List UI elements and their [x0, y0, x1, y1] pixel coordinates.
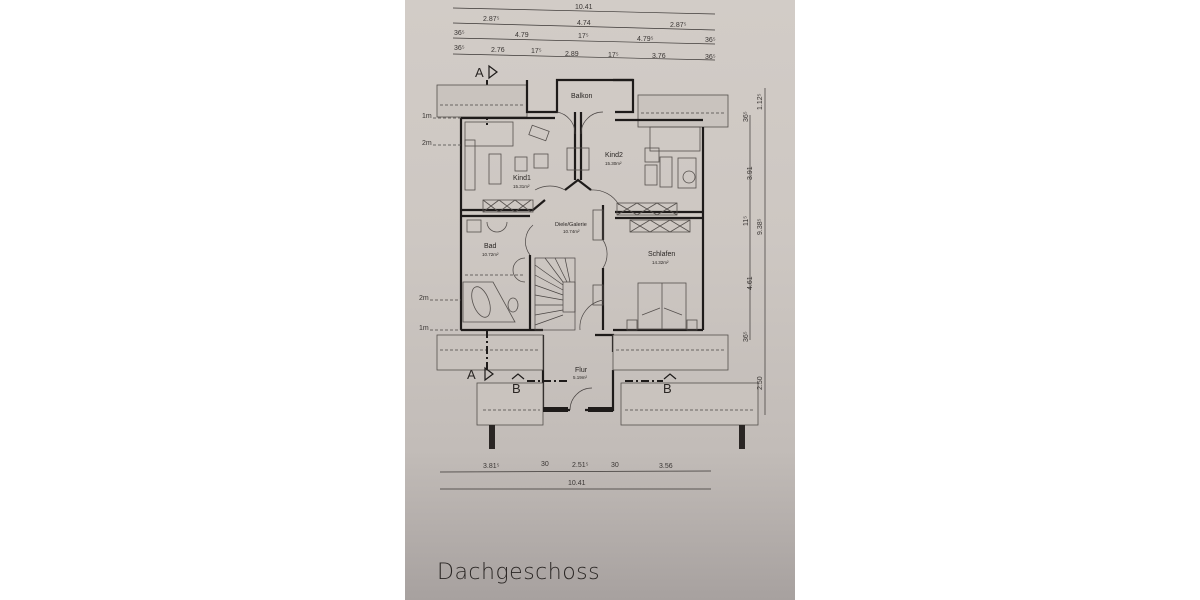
section-marker-b-left: B	[511, 373, 570, 396]
svg-text:15.30m²: 15.30m²	[605, 161, 622, 166]
svg-text:10.41: 10.41	[575, 4, 593, 11]
staircase	[534, 257, 576, 331]
roof-overhang-top-left	[436, 84, 528, 118]
svg-text:2.87⁵: 2.87⁵	[483, 16, 500, 23]
svg-text:A: A	[467, 367, 476, 382]
svg-text:B: B	[663, 381, 672, 396]
svg-text:36⁵: 36⁵	[705, 54, 716, 61]
bathroom-fixtures	[462, 219, 526, 323]
svg-text:B: B	[512, 381, 521, 396]
room-label-schlafen: Schlafen 14.32m²	[648, 251, 675, 265]
height-marks: 1m 2m 2m 1m	[419, 113, 461, 332]
svg-text:Diele/Galerie: Diele/Galerie	[555, 222, 587, 228]
door-swings	[525, 111, 620, 411]
svg-text:3.91: 3.91	[747, 166, 754, 180]
svg-text:2.51⁵: 2.51⁵	[572, 462, 589, 469]
roof-overhang-mid-right	[612, 334, 729, 371]
svg-text:1m: 1m	[419, 325, 429, 332]
svg-text:Flur: Flur	[575, 367, 588, 374]
svg-text:10.72m²: 10.72m²	[482, 252, 499, 257]
svg-text:5.19m²: 5.19m²	[573, 375, 588, 380]
svg-text:Schlafen: Schlafen	[648, 251, 675, 258]
kind2-furniture	[566, 126, 701, 189]
kind1-furniture	[464, 121, 550, 191]
svg-text:1.12⁵: 1.12⁵	[757, 93, 764, 110]
room-label-flur: Flur 5.19m²	[573, 367, 588, 380]
floor-plan-sheet: 10.41 2.87⁵ 4.74 2.87⁵ 36⁵ 4.79 17⁵ 4.79…	[405, 0, 795, 600]
svg-text:15.31m²: 15.31m²	[513, 184, 530, 189]
svg-text:4.79: 4.79	[515, 32, 529, 39]
svg-text:30: 30	[611, 462, 619, 469]
room-label-bad: Bad 10.72m²	[482, 243, 499, 257]
top-dimensions: 10.41 2.87⁵ 4.74 2.87⁵ 36⁵ 4.79 17⁵ 4.79…	[452, 4, 716, 61]
svg-text:2.50: 2.50	[757, 376, 764, 390]
svg-text:Kind1: Kind1	[513, 175, 531, 182]
room-label-diele-galerie: Diele/Galerie 10.74m²	[555, 222, 587, 234]
support-post-right	[739, 425, 745, 449]
svg-text:4.61: 4.61	[747, 276, 754, 290]
svg-text:4.74: 4.74	[577, 20, 591, 27]
roof-lower-right	[620, 382, 759, 426]
svg-text:2.89: 2.89	[565, 51, 579, 58]
right-dimensions: 36⁵ 3.91 11⁵ 4.61 36⁵ 1.12⁵ 9.38⁵ 2.50	[743, 88, 766, 415]
bottom-dimensions: 3.81⁵ 30 2.51⁵ 30 3.56 10.41	[439, 461, 712, 490]
svg-text:Balkon: Balkon	[571, 93, 593, 100]
svg-text:17⁵: 17⁵	[608, 52, 619, 59]
svg-text:36⁵: 36⁵	[454, 30, 465, 37]
svg-text:14.32m²: 14.32m²	[652, 260, 669, 265]
svg-text:36⁵: 36⁵	[743, 111, 750, 122]
room-label-kind1: Kind1 15.31m²	[513, 175, 531, 189]
room-label-kind2: Kind2 15.30m²	[605, 152, 623, 166]
roof-overhang-top-right	[637, 94, 729, 128]
roof-overhang-mid-left	[436, 334, 544, 371]
svg-text:36⁵: 36⁵	[705, 37, 716, 44]
svg-text:4.79⁵: 4.79⁵	[637, 36, 654, 43]
svg-text:A: A	[475, 65, 484, 80]
svg-text:10.41: 10.41	[568, 480, 586, 487]
svg-text:36⁵: 36⁵	[743, 331, 750, 342]
svg-text:17⁵: 17⁵	[578, 33, 589, 40]
svg-text:3.76: 3.76	[652, 53, 666, 60]
svg-text:3.56: 3.56	[659, 463, 673, 470]
double-bed	[626, 282, 698, 331]
svg-text:2m: 2m	[419, 295, 429, 302]
floor-plan-drawing: 10.41 2.87⁵ 4.74 2.87⁵ 36⁵ 4.79 17⁵ 4.79…	[419, 4, 766, 490]
svg-text:2.76: 2.76	[491, 47, 505, 54]
svg-text:3.81⁵: 3.81⁵	[483, 463, 500, 470]
diele-cabinet-2	[592, 284, 604, 306]
svg-text:2.87⁵: 2.87⁵	[670, 22, 687, 29]
diele-cabinet	[592, 209, 604, 241]
wardrobes	[482, 199, 691, 233]
svg-text:Bad: Bad	[484, 243, 497, 250]
room-label-balkon: Balkon	[571, 93, 593, 100]
svg-text:11⁵: 11⁵	[743, 216, 750, 226]
roof-lower-left	[476, 382, 544, 426]
svg-text:1m: 1m	[422, 113, 432, 120]
svg-text:36⁵: 36⁵	[454, 45, 465, 52]
section-marker-b-right: B	[625, 373, 677, 396]
svg-text:30: 30	[541, 461, 549, 468]
svg-text:9.38⁵: 9.38⁵	[757, 218, 764, 235]
svg-text:17⁵: 17⁵	[531, 48, 542, 55]
section-marker-a-bottom: A	[467, 330, 494, 382]
svg-text:2m: 2m	[422, 140, 432, 147]
svg-text:10.74m²: 10.74m²	[563, 229, 580, 234]
support-post-left	[489, 425, 495, 449]
drawing-title: Dachgeschoss	[437, 560, 601, 585]
svg-text:Kind2: Kind2	[605, 152, 623, 159]
